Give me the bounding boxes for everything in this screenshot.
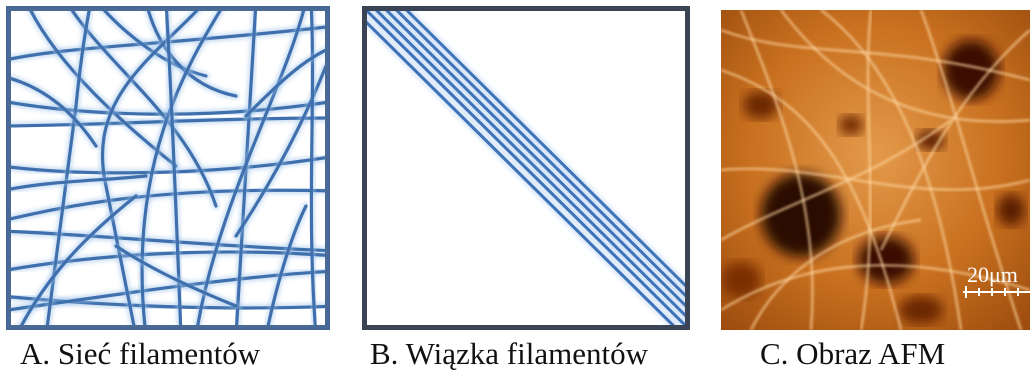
filament-bundle-diagram [362, 6, 690, 330]
filament [146, 10, 238, 98]
filament [10, 116, 326, 128]
filament-network-panel [6, 6, 330, 330]
afm-pore [721, 262, 761, 298]
filament [10, 188, 326, 221]
filament [10, 269, 326, 312]
filament [140, 10, 223, 326]
afm-fiber [739, 10, 814, 330]
afm-pore [858, 236, 914, 284]
caption-a: A. Sieć filamentów [20, 336, 261, 371]
afm-fiber [919, 10, 1023, 330]
filament-network-diagram [6, 6, 330, 330]
filament [114, 244, 238, 308]
afm-fiber [750, 218, 922, 330]
afm-fiber [859, 10, 873, 330]
afm-image: 20μm [721, 10, 1030, 330]
afm-pore [997, 194, 1025, 226]
afm-fiber [721, 68, 903, 330]
scale-bar: 20μm [963, 262, 1030, 298]
filament [309, 10, 317, 326]
afm-fiber [820, 10, 963, 330]
bundle-filament [366, 19, 676, 326]
filament [266, 204, 308, 326]
afm-fiber [721, 119, 952, 241]
filament [164, 10, 183, 326]
filament [10, 295, 326, 310]
afm-pore [943, 40, 999, 100]
filament [235, 10, 258, 326]
filament [244, 48, 326, 118]
filament [10, 100, 326, 116]
afm-pore [899, 296, 943, 324]
filament [101, 10, 208, 78]
bundle-filament [384, 10, 686, 309]
afm-fiber [721, 167, 1030, 191]
afm-pore [743, 91, 779, 119]
filament [234, 64, 326, 238]
afm-pore [839, 115, 863, 135]
filament [19, 194, 138, 326]
afm-image-panel: 20μm [721, 10, 1030, 330]
bundle-filament [374, 10, 686, 319]
filament-bundle-panel [362, 6, 690, 330]
filament [196, 10, 306, 326]
bundle-filament [366, 10, 686, 326]
afm-fiber [721, 264, 1030, 311]
filament [10, 155, 326, 175]
afm-pore [761, 173, 841, 257]
caption-b: B. Wiązka filamentów [370, 336, 648, 371]
filament [10, 76, 98, 148]
afm-fiber [880, 29, 1030, 251]
filament [10, 174, 148, 191]
bundle-filament [394, 10, 686, 299]
bundle-filament [404, 10, 686, 289]
scale-bar-label: 20μm [967, 262, 1018, 287]
afm-fiber [780, 10, 1030, 123]
caption-c: C. Obraz AFM [760, 336, 946, 371]
filament [10, 25, 326, 61]
panel-a-frame [6, 6, 330, 330]
panel-b-frame [362, 6, 690, 330]
